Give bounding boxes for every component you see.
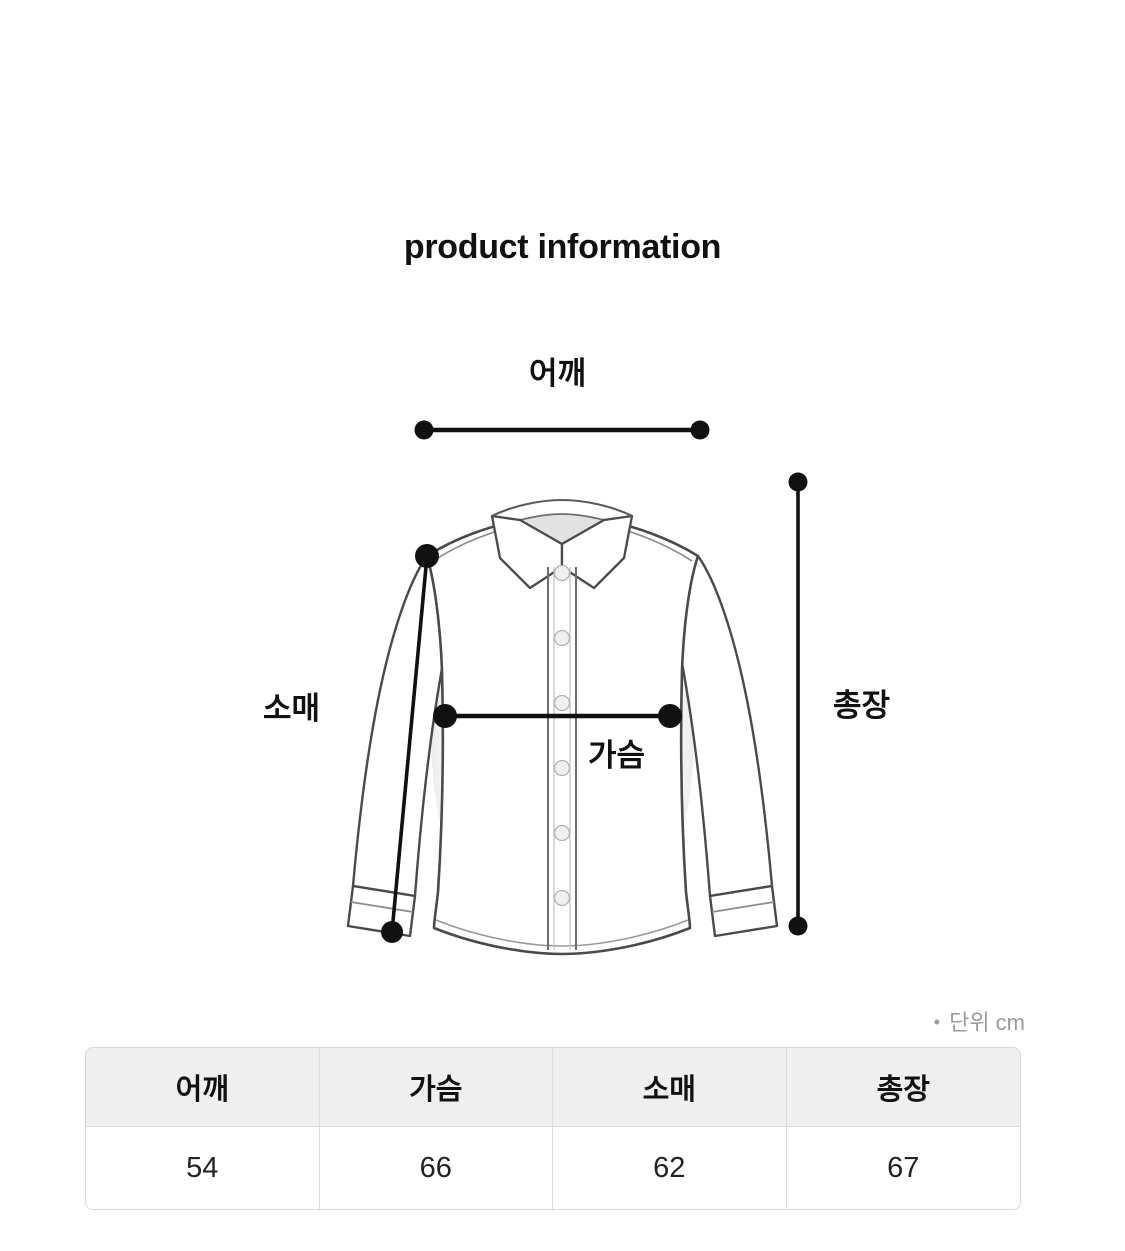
- size-diagram: [0, 330, 1125, 970]
- measure-chest: [433, 704, 682, 728]
- size-table: 어깨 가슴 소매 총장 54 66 62 67: [85, 1047, 1021, 1210]
- table-header-cell: 가슴: [319, 1048, 553, 1127]
- diagram-label-sleeve: 소매: [263, 691, 321, 726]
- size-table-body: 54 66 62 67: [86, 1127, 1020, 1209]
- table-row: 54 66 62 67: [86, 1127, 1020, 1209]
- measure-length: [788, 472, 808, 936]
- measure-shoulder-endpoint-right: [690, 420, 710, 440]
- button: [553, 889, 571, 907]
- table-header-cell: 어깨: [86, 1048, 320, 1127]
- button: [553, 759, 571, 777]
- button: [553, 694, 571, 712]
- table-header-row: 어깨 가슴 소매 총장: [86, 1048, 1020, 1127]
- measure-shoulder-endpoint-left: [414, 420, 434, 440]
- diagram-label-shoulder: 어깨: [529, 356, 587, 391]
- diagram-label-chest: 가슴: [588, 738, 646, 773]
- shirt-torso: [425, 518, 700, 956]
- table-header-cell: 총장: [786, 1048, 1020, 1127]
- bullet-icon: •: [933, 1012, 941, 1032]
- unit-note-text: 단위 cm: [949, 1010, 1025, 1035]
- table-cell: 62: [553, 1127, 787, 1209]
- button: [553, 824, 571, 842]
- button-group: [553, 564, 571, 907]
- right-cuff: [708, 884, 779, 938]
- measure-chest-endpoint-left: [433, 704, 457, 728]
- button: [553, 564, 571, 582]
- measure-length-endpoint-top: [788, 472, 808, 492]
- table-cell: 66: [319, 1127, 553, 1209]
- shirt-illustration: [346, 420, 808, 956]
- measure-sleeve: [381, 544, 439, 943]
- table-cell: 67: [786, 1127, 1020, 1209]
- button: [553, 629, 571, 647]
- neck-opening: [519, 513, 605, 545]
- measure-sleeve-endpoint-top: [415, 544, 439, 568]
- measure-shoulder: [414, 420, 710, 440]
- size-table-head: 어깨 가슴 소매 총장: [86, 1048, 1020, 1127]
- table-header-cell: 소매: [553, 1048, 787, 1127]
- diagram-label-length: 총장: [833, 688, 891, 723]
- left-cuff-seam: [350, 901, 414, 913]
- measure-sleeve-endpoint-bottom: [381, 921, 403, 943]
- size-table-wrapper: 어깨 가슴 소매 총장 54 66 62 67: [85, 1047, 1021, 1210]
- measure-sleeve-line: [390, 555, 429, 933]
- table-cell: 54: [86, 1127, 320, 1209]
- measure-length-endpoint-bottom: [788, 916, 808, 936]
- right-cuff-seam: [711, 901, 775, 913]
- hem-seam: [435, 919, 689, 947]
- page-title: product information: [403, 228, 722, 266]
- shirt-body-group: [346, 498, 779, 956]
- collar-band: [491, 498, 633, 517]
- unit-note: • 단위 cm: [934, 1005, 1025, 1037]
- measure-chest-endpoint-right: [658, 704, 682, 728]
